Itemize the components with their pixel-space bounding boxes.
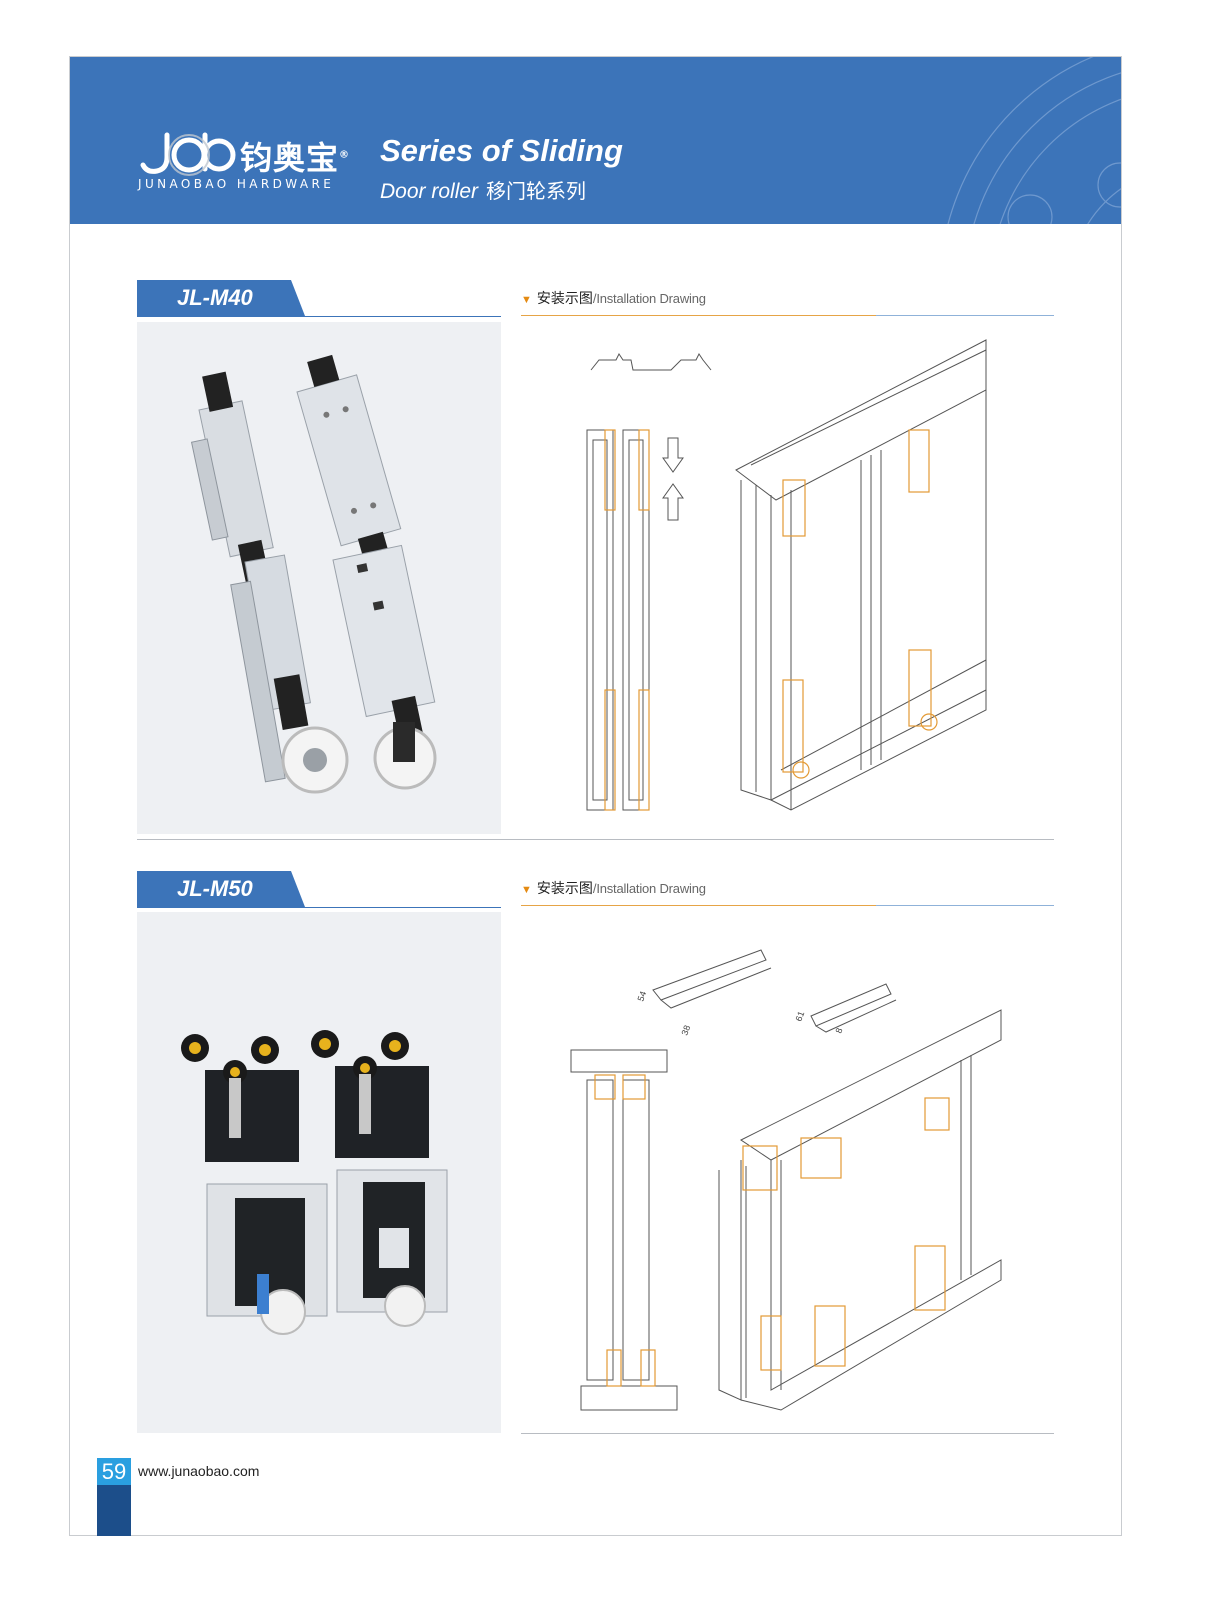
page-number-tab — [97, 1485, 131, 1536]
install-label: ▼安装示图/Installation Drawing — [521, 881, 706, 897]
model-tab-jl-m50: JL-M50 — [137, 871, 305, 907]
page-number: 59 — [97, 1458, 131, 1485]
triangle-icon: ▼ — [521, 884, 532, 896]
installation-drawing-jl-m40 — [586, 339, 987, 811]
series-subtitle-en: Door roller — [380, 180, 479, 203]
install-label: ▼安装示图/Installation Drawing — [521, 291, 706, 307]
series-subtitle-cn: 移门轮系列 — [486, 179, 587, 203]
model-title: JL-M50 — [177, 876, 253, 901]
brand-name-en: JUNAOBAO HARDWARE — [138, 177, 335, 191]
section-separator — [137, 839, 1054, 840]
series-title: Series of Sliding — [380, 133, 623, 168]
triangle-icon: ▼ — [521, 294, 532, 306]
product-photo-jl-m50 — [137, 912, 501, 1433]
installation-drawing-jl-m50: 54 38 61 8 — [570, 949, 1002, 1411]
website-url: www.junaobao.com — [138, 1463, 260, 1479]
product-photo-jl-m40 — [137, 322, 501, 834]
tab-underline — [137, 316, 501, 317]
tab-underline — [137, 907, 501, 908]
dimension-label: 8 — [833, 1027, 844, 1035]
install-rule — [521, 315, 1054, 317]
dimension-label: 54 — [635, 990, 648, 1003]
install-rule — [521, 905, 1054, 907]
dimension-label: 38 — [679, 1024, 692, 1037]
brand-name-cn: 钧奥宝® — [240, 139, 351, 177]
dimension-label: 61 — [793, 1010, 806, 1023]
decorative-arcs — [947, 57, 1121, 224]
series-subtitle: Door roller 移门轮系列 — [380, 175, 586, 204]
section-separator — [521, 1433, 1054, 1434]
header-banner: 钧奥宝® JUNAOBAO HARDWARE Series of Sliding… — [70, 57, 1121, 224]
brand-logo-icon — [140, 132, 236, 176]
model-title: JL-M40 — [177, 285, 253, 310]
roller-photo-illustration — [181, 1030, 448, 1335]
roller-photo-illustration — [190, 354, 437, 794]
model-tab-jl-m40: JL-M40 — [137, 280, 305, 316]
